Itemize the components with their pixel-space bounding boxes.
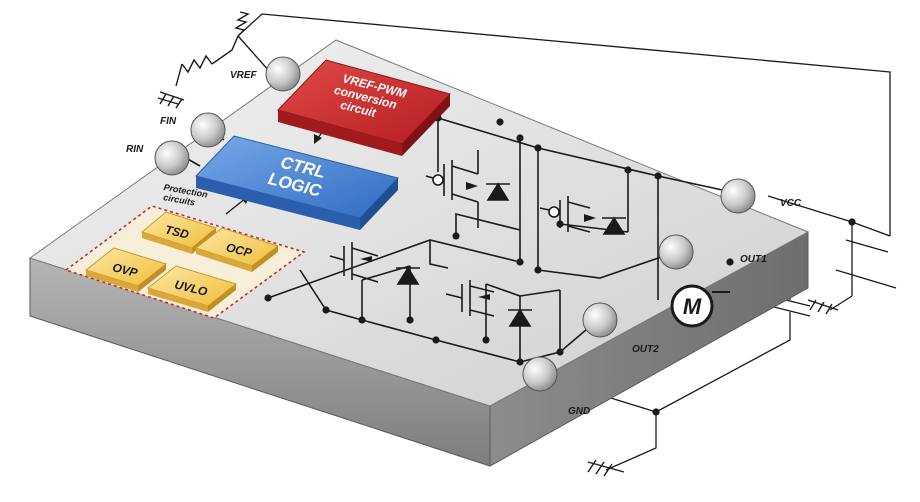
- ocp-label: OCP: [225, 240, 255, 260]
- ground-symbol-right: [807, 299, 839, 315]
- ocp-block: OCP: [194, 227, 280, 272]
- uvlo-block: UVLO: [146, 265, 238, 312]
- transistor-arrows: [360, 182, 596, 300]
- motor: M: [670, 284, 730, 328]
- diodes: [396, 182, 626, 327]
- pin-rin: [154, 140, 190, 176]
- out1-pin-label: OUT1: [740, 254, 767, 265]
- pin-out1: [658, 234, 694, 270]
- tsd-label: TSD: [164, 222, 191, 241]
- gnd-pin-label: GND: [568, 406, 590, 417]
- fin-pin-label: FIN: [160, 116, 177, 127]
- ovp-block: OVP: [84, 247, 168, 292]
- pin-gnd: [522, 356, 558, 392]
- motor-label: M: [683, 294, 702, 319]
- vref-pwm-block: VREF-PWM conversion circuit: [277, 59, 451, 156]
- vref-resistors: [157, 11, 271, 109]
- ctrl-logic-block: CTRL LOGIC: [195, 135, 399, 230]
- vcc-pin-label: VCC: [780, 198, 802, 209]
- protection-area: [64, 205, 306, 319]
- vref-pin-label: VREF: [230, 70, 258, 81]
- ovp-label: OVP: [111, 260, 140, 280]
- pin-vref: [265, 56, 301, 92]
- pin-fin: [190, 112, 226, 148]
- out2-pin-label: OUT2: [632, 344, 659, 355]
- ground-symbol-bottom: [587, 459, 625, 477]
- rin-pin-label: RIN: [126, 144, 144, 155]
- pin-out2: [582, 302, 618, 338]
- pin-vcc: [720, 178, 756, 214]
